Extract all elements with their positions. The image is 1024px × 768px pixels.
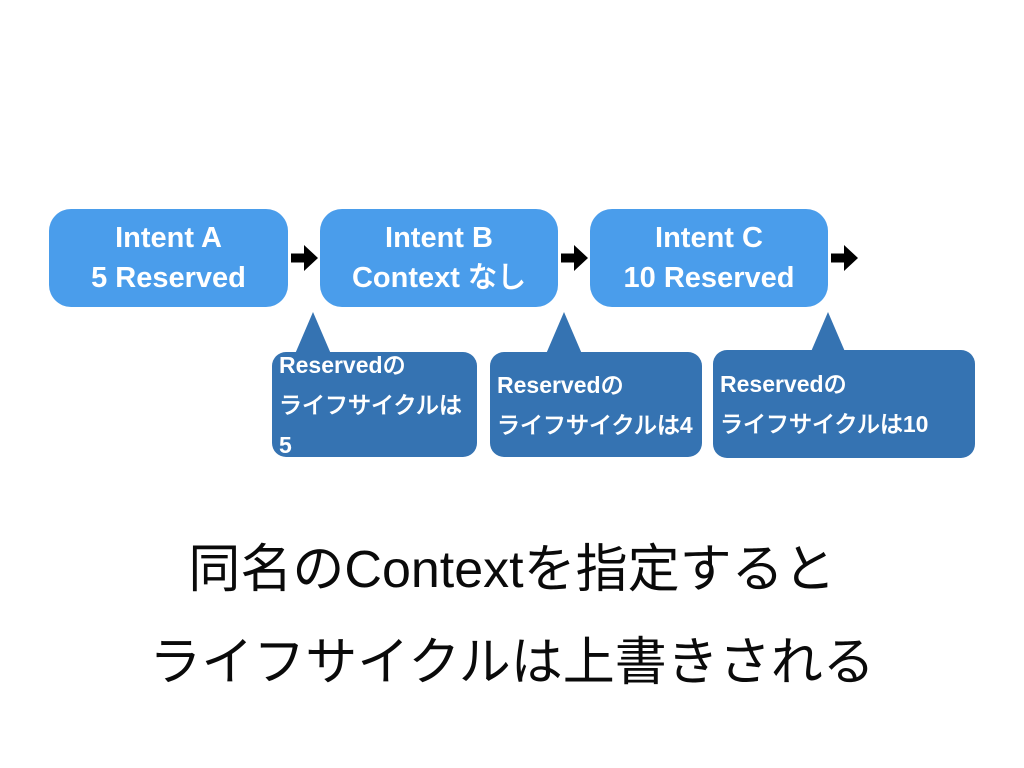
callout-lifecycle-4-line2: ライフサイクルは4 (497, 411, 693, 438)
arrow-right-icon (831, 245, 858, 271)
intent-box-c: Intent C 10 Reserved (590, 209, 828, 307)
callout-tail-icon (295, 312, 331, 354)
intent-box-c-line2: 10 Reserved (623, 262, 795, 294)
callout-lifecycle-5-line1: Reservedの (279, 351, 406, 378)
intent-box-b: Intent B Context なし (320, 209, 558, 307)
intent-box-b-line2: Context なし (351, 262, 526, 294)
callout-tail-icon (546, 312, 582, 354)
callout-tail-icon (810, 312, 846, 354)
callout-lifecycle-10-line2: ライフサイクルは10 (720, 411, 929, 437)
intent-box-c-line1: Intent C (655, 222, 763, 254)
callout-lifecycle-4: Reservedの ライフサイクルは4 (490, 352, 702, 457)
callout-lifecycle-5-line2: ライフサイクルは5 (279, 391, 462, 458)
intent-box-a-line2: 5 Reserved (91, 262, 246, 294)
callout-lifecycle-5: Reservedの ライフサイクルは5 (272, 352, 477, 458)
intent-box-a-line1: Intent A (115, 222, 222, 254)
slide-caption-line1: 同名のContextを指定すると (188, 541, 836, 599)
slide-caption-line2: ライフサイクルは上書きされる (149, 634, 875, 692)
arrow-right-icon (561, 245, 588, 271)
callout-lifecycle-10-line1: Reservedの (720, 371, 847, 397)
intent-box-a: Intent A 5 Reserved (49, 209, 288, 307)
intent-box-b-line1: Intent B (385, 222, 493, 254)
slide-caption: 同名のContextを指定すると ライフサイクルは上書きされる (0, 524, 1024, 710)
callout-lifecycle-10: Reservedの ライフサイクルは10 (713, 350, 975, 458)
callout-lifecycle-4-line1: Reservedの (497, 371, 624, 398)
arrow-right-icon (291, 245, 318, 271)
